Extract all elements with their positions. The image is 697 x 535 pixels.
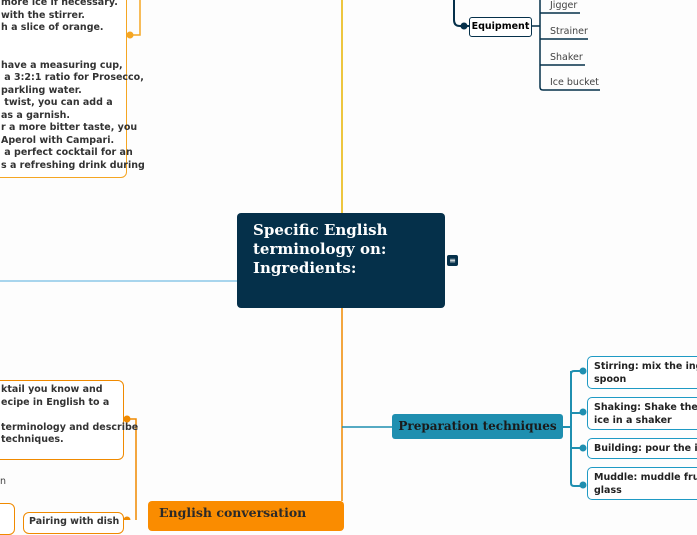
equipment-item[interactable]: Shaker bbox=[550, 52, 583, 63]
central-topic[interactable]: Specific English terminology on: Ingredi… bbox=[237, 213, 445, 308]
conversation-label: English conversation bbox=[159, 505, 307, 520]
preparation-techniques-node[interactable]: Preparation techniques bbox=[392, 414, 563, 439]
technique-item[interactable]: Stirring: mix the ingred spoon bbox=[587, 356, 697, 389]
partial-box[interactable] bbox=[0, 503, 15, 535]
equipment-label: Equipment bbox=[471, 21, 530, 32]
technique-item[interactable]: Building: pour the ingre bbox=[587, 438, 697, 459]
pairing-box[interactable]: Pairing with dish bbox=[23, 512, 124, 534]
english-conversation-node[interactable]: English conversation bbox=[148, 501, 344, 531]
equipment-item[interactable]: Jigger bbox=[550, 0, 578, 11]
central-topic-title: Specific English terminology on: Ingredi… bbox=[253, 221, 388, 277]
technique-item[interactable]: Muddle: muddle fruit o glass bbox=[587, 467, 697, 500]
conversation-task-box[interactable]: ktail you know and ecipe in English to a… bbox=[0, 380, 138, 460]
equipment-item[interactable]: Strainer bbox=[550, 26, 588, 37]
pairing-text: Pairing with dish bbox=[29, 516, 120, 527]
recipe-note-box[interactable]: more ice if necessary. with the stirrer.… bbox=[0, 0, 145, 178]
connector-lines bbox=[0, 0, 600, 520]
equipment-item[interactable]: Ice bucket bbox=[550, 77, 599, 88]
preparation-label: Preparation techniques bbox=[398, 419, 557, 433]
conversation-task-text: ktail you know and ecipe in English to a… bbox=[1, 384, 139, 445]
notes-icon[interactable]: ≡ bbox=[447, 255, 458, 266]
equipment-node[interactable]: Equipment bbox=[469, 17, 532, 37]
partial-text: n bbox=[0, 476, 7, 487]
recipe-note-text: more ice if necessary. with the stirrer.… bbox=[1, 0, 145, 171]
technique-item[interactable]: Shaking: Shake the ing ice in a shaker bbox=[587, 397, 697, 430]
